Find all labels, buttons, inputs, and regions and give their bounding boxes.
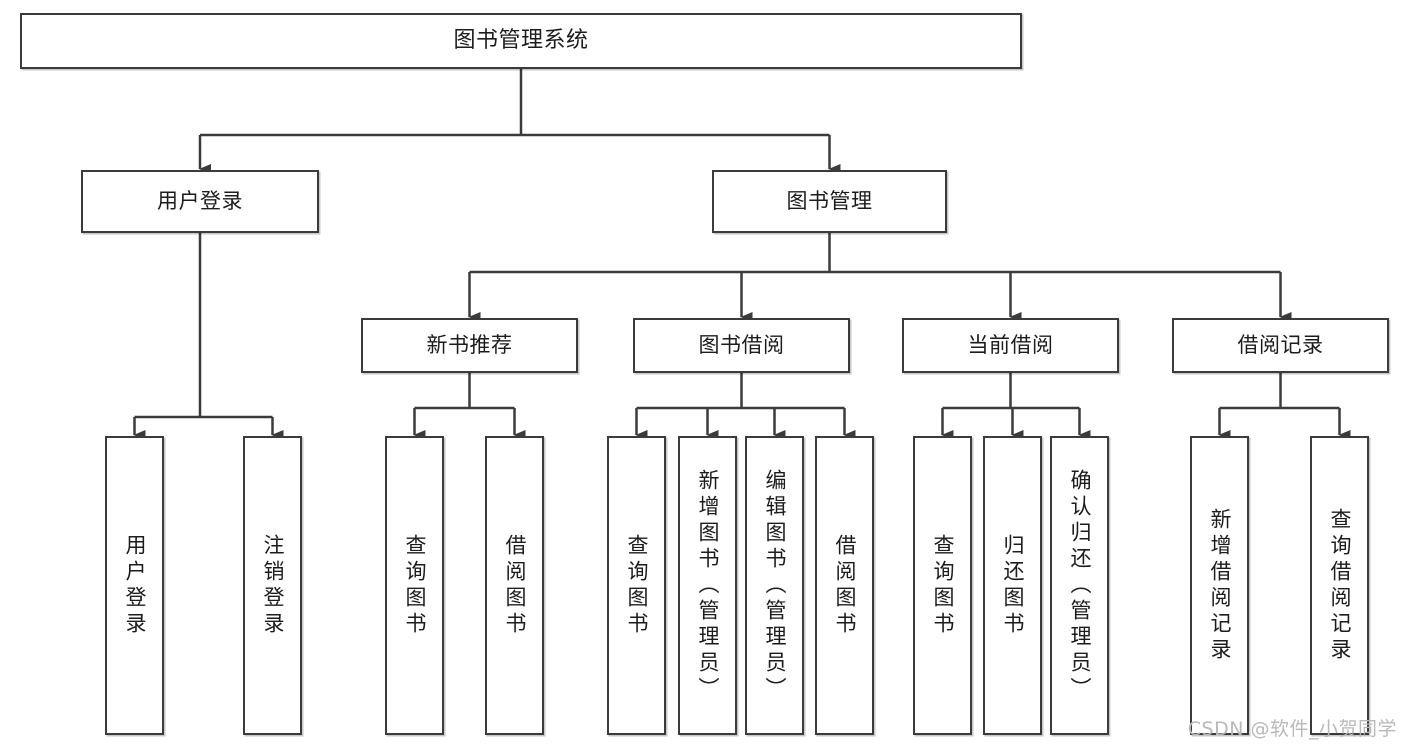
node-root[interactable]: 图书管理系统 [20,13,1022,69]
node-book-manage[interactable]: 图书管理 [712,170,947,233]
node-leaf-return-book[interactable]: 归还图书 [983,436,1042,735]
node-label: 借阅图书 [833,533,857,638]
node-label: 当前借阅 [967,333,1054,358]
node-label: 借阅图书 [503,533,527,638]
node-label: 图书管理 [786,189,873,214]
node-leaf-query-book-2[interactable]: 查询图书 [607,436,666,735]
node-label: 新增图书（管理员） [696,468,720,703]
node-user-login[interactable]: 用户登录 [81,170,319,233]
node-new-book-recommend[interactable]: 新书推荐 [361,318,578,373]
node-label: 查询图书 [403,533,427,638]
node-leaf-confirm-return[interactable]: 确认归还（管理员） [1050,436,1109,735]
node-label: 新书推荐 [426,333,513,358]
node-leaf-borrow-book-1[interactable]: 借阅图书 [485,436,544,735]
node-label: 注销登录 [261,533,285,638]
node-leaf-borrow-book-2[interactable]: 借阅图书 [815,436,874,735]
node-leaf-edit-book[interactable]: 编辑图书（管理员） [745,436,804,735]
node-borrow-record[interactable]: 借阅记录 [1172,318,1389,373]
node-label: 用户登录 [123,533,147,638]
node-label: 图书借阅 [698,333,785,358]
node-label: 用户登录 [157,189,243,214]
node-label: 归还图书 [1001,533,1025,638]
node-leaf-query-record[interactable]: 查询借阅记录 [1310,436,1369,735]
watermark-label: CSDN @软件_小贺同学 [1187,718,1397,740]
node-book-borrow[interactable]: 图书借阅 [633,318,850,373]
node-label: 图书管理系统 [453,28,589,54]
node-label: 确认归还（管理员） [1068,468,1092,703]
node-label: 查询图书 [931,533,955,638]
node-label: 新增借阅记录 [1208,507,1232,664]
node-label: 查询图书 [625,533,649,638]
node-label: 借阅记录 [1237,333,1324,358]
node-leaf-add-record[interactable]: 新增借阅记录 [1190,436,1249,735]
node-leaf-query-book-1[interactable]: 查询图书 [385,436,444,735]
node-leaf-add-book[interactable]: 新增图书（管理员） [678,436,737,735]
node-leaf-user-login[interactable]: 用户登录 [105,436,164,735]
node-label: 查询借阅记录 [1328,507,1352,664]
node-current-borrow[interactable]: 当前借阅 [902,318,1119,373]
node-leaf-query-book-3[interactable]: 查询图书 [913,436,972,735]
node-leaf-logout[interactable]: 注销登录 [243,436,302,735]
node-label: 编辑图书（管理员） [763,468,787,703]
